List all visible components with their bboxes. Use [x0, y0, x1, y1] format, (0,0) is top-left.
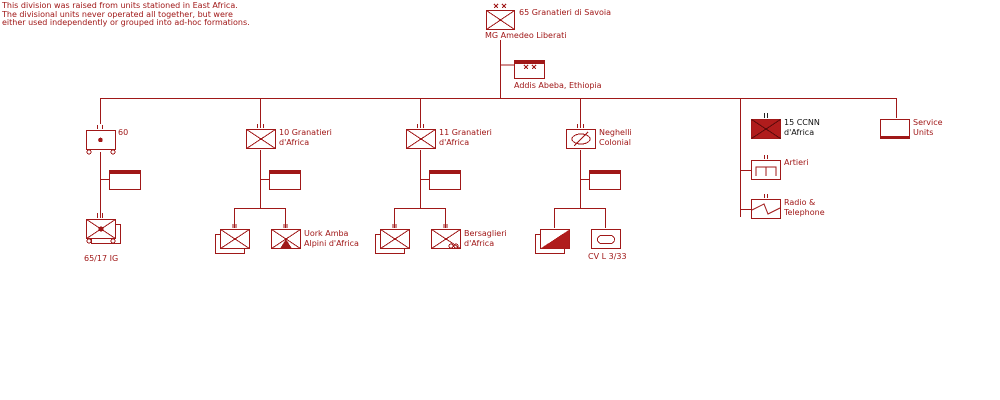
service-units-symbol [880, 119, 910, 139]
label-line: 11 Granatieri [439, 128, 492, 137]
ccnn-15-symbol [751, 113, 781, 139]
unit-label-art60: 60 [118, 128, 129, 137]
unit-label-artieri: Artieri [784, 158, 809, 167]
battalions-11-symbol [375, 224, 410, 254]
label-line: Telephone [784, 208, 825, 217]
intro-note-line: either used independently or grouped int… [2, 18, 250, 27]
unit-label-gren10: 10 Granatieri d'Africa [279, 128, 332, 148]
hq-flag-60 [109, 170, 141, 190]
label-line: d'Africa [439, 138, 470, 147]
bersaglieri-symbol [431, 224, 461, 249]
hq-symbol [514, 60, 545, 79]
artillery-65-17-symbol [86, 213, 121, 244]
unit-label-service: Service Units [913, 118, 943, 138]
battalions-10-symbol [215, 224, 250, 254]
unit-label-neghelli: Neghelli Colonial [599, 128, 632, 148]
regiment-11-symbol [406, 124, 436, 149]
connector-lines [100, 40, 897, 228]
unit-label-cv: CV L 3/33 [588, 252, 627, 261]
label-line: d'Africa [784, 128, 815, 137]
unit-label-ccnn: 15 CCNN d'Africa [784, 118, 820, 138]
label-line: Alpini d'Africa [304, 239, 359, 248]
division-commander: MG Amedeo Liberati [485, 31, 567, 40]
division-name: 65 Granatieri di Savoia [519, 8, 611, 17]
neghelli-symbol [566, 124, 596, 149]
label-line: d'Africa [279, 138, 310, 147]
unit-label-radio: Radio & Telephone [784, 198, 825, 218]
artillery-60-symbol [86, 125, 116, 155]
hq-flag-11 [429, 170, 461, 190]
unit-label-uork: Uork Amba Alpini d'Africa [304, 229, 359, 249]
label-line: Radio & [784, 198, 816, 207]
intro-note-line: The divisional units never operated all … [2, 9, 233, 19]
hq-flag-neghelli [589, 170, 621, 190]
hq-flag-10 [269, 170, 301, 190]
division-symbol [486, 3, 515, 30]
label-line: 15 CCNN [784, 118, 820, 127]
hq-location: Addis Abeba, Ethiopia [514, 81, 602, 90]
label-line: d'Africa [464, 239, 495, 248]
tank-cv-symbol [591, 229, 621, 249]
uork-amba-symbol [271, 224, 301, 249]
label-line: Colonial [599, 138, 632, 147]
unit-label-gren11: 11 Granatieri d'Africa [439, 128, 492, 148]
label-line: Uork Amba [304, 229, 349, 238]
label-line: Service [913, 118, 943, 127]
radio-telephone-symbol [751, 194, 781, 219]
artieri-symbol [751, 155, 781, 180]
label-line: Bersaglieri [464, 229, 507, 238]
cavalry-symbol [535, 229, 570, 254]
intro-note: This division was raised from units stat… [2, 1, 250, 28]
intro-note-line: This division was raised from units stat… [2, 1, 238, 10]
label-line: 10 Granatieri [279, 128, 332, 137]
label-line: Units [913, 128, 934, 137]
regiment-10-symbol [246, 124, 276, 149]
unit-label-bers: Bersaglieri d'Africa [464, 229, 507, 249]
unit-label-art65: 65/17 IG [84, 254, 119, 263]
label-line: Neghelli [599, 128, 632, 137]
